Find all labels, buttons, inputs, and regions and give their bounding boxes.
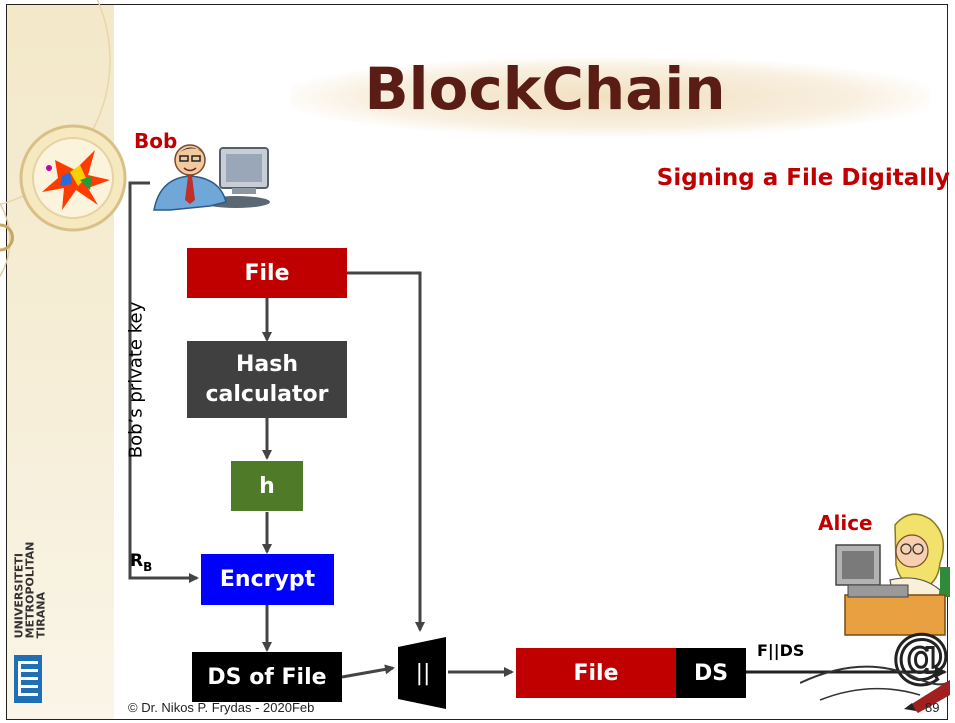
rb-label: RB (130, 551, 153, 574)
svg-text:@: @ (892, 621, 950, 689)
rb-subscript: B (143, 560, 153, 574)
slide-subtitle: Signing a File Digitally (656, 165, 950, 191)
alice-label: Alice (818, 511, 873, 535)
decor-logo-icon (0, 0, 127, 278)
bob-computer-icon (153, 144, 270, 211)
output-file-box: File (516, 648, 676, 698)
arrow-file-to-concat (347, 271, 425, 632)
private-key-label: Bob’s private key (125, 301, 147, 459)
key-path-line (128, 181, 199, 583)
arrow-ds-to-concat (341, 664, 395, 679)
title-glow (290, 58, 930, 136)
output-ds-box: DS (676, 648, 746, 698)
hash-value-box: h (231, 461, 303, 511)
rb-symbol: R (130, 551, 144, 571)
hash-calculator-box: Hash calculator (187, 341, 347, 418)
page-number: 89 (925, 700, 940, 715)
ds-of-file-box: DS of File (192, 652, 342, 702)
concat-shape (398, 637, 446, 709)
output-label: F||DS (757, 641, 805, 660)
hash-line1: Hash (235, 351, 298, 377)
university-logo-icon (14, 655, 42, 703)
bob-label: Bob (134, 129, 178, 153)
alice-computer-icon: @ (800, 513, 950, 713)
slide-title: BlockChain (364, 55, 726, 123)
splash-logo-icon (42, 150, 110, 210)
hash-line2: calculator (205, 381, 329, 407)
concat-symbol: || (415, 660, 431, 686)
file-box: File (187, 248, 347, 298)
footer-text: © Dr. Nikos P. Frydas - 2020Feb (128, 700, 315, 715)
encrypt-box: Encrypt (201, 554, 334, 605)
